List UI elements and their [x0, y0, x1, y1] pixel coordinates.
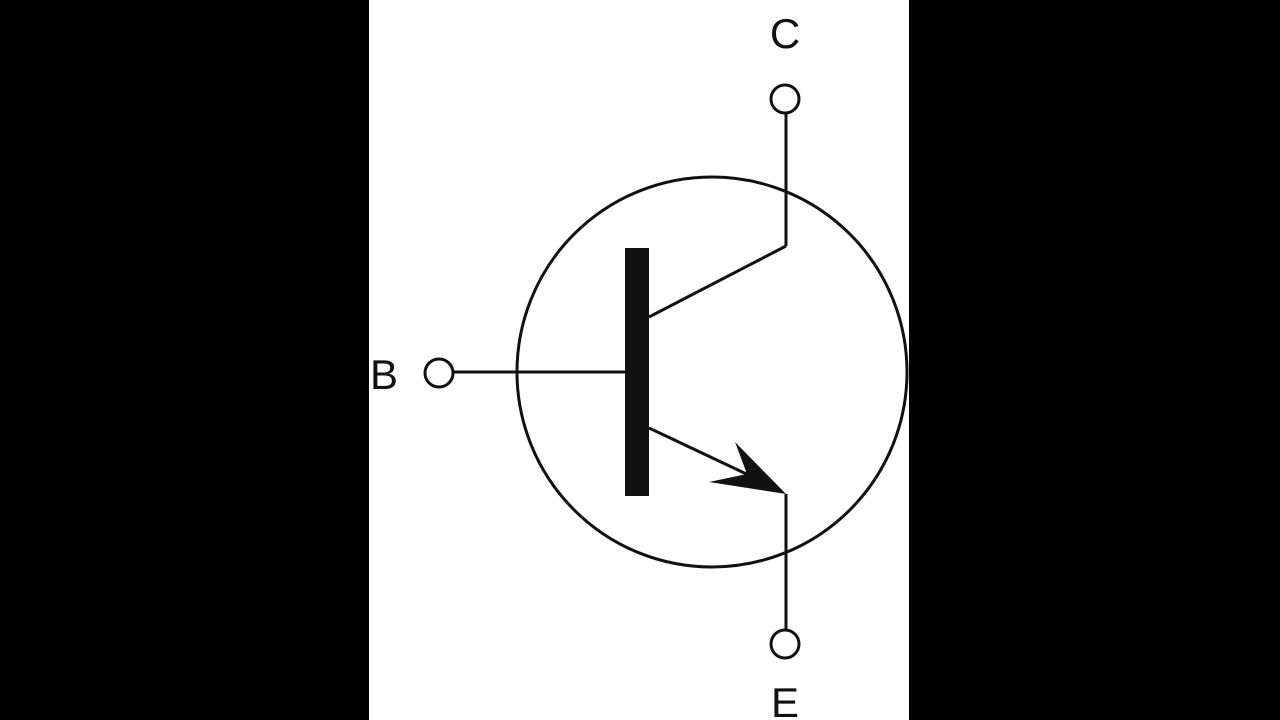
base-label: B [370, 351, 398, 398]
collector-diagonal [648, 244, 787, 319]
base-bar [625, 248, 649, 496]
transistor-symbol: C B E [370, 10, 909, 720]
diagram-panel: C B E [369, 0, 909, 720]
collector-terminal-circle [769, 83, 801, 115]
base-terminal-circle [423, 357, 455, 389]
collector-label: C [770, 10, 800, 57]
emitter-arrow-icon [709, 442, 786, 494]
emitter-terminal-circle [769, 628, 801, 660]
emitter-label: E [771, 679, 799, 720]
